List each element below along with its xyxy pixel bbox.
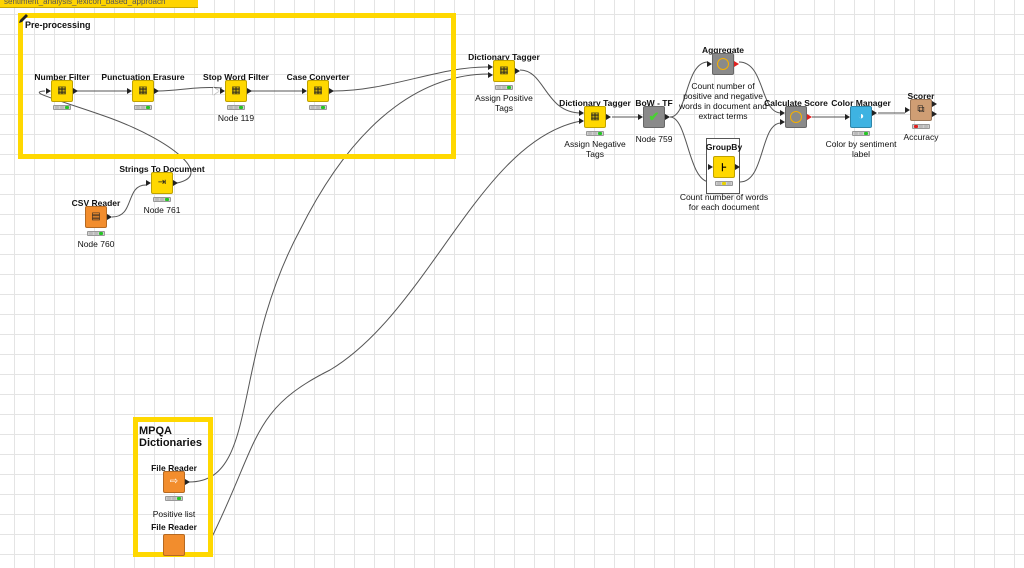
scorer-icon: ⧉: [910, 99, 932, 121]
conn-filereader-neg-to-dictneg[interactable]: [209, 120, 582, 541]
conn-bow-to-groupby[interactable]: [669, 116, 711, 183]
node-name: File Reader: [151, 522, 197, 532]
document-icon: ▦: [307, 80, 329, 102]
status-indicator: [912, 124, 930, 129]
document-icon: ▦: [132, 80, 154, 102]
node-dictionary-tagger-negative[interactable]: Dictionary Tagger ▦ Assign Negative Tags: [559, 98, 631, 159]
node-name: BoW - TF: [635, 98, 673, 108]
node-aggregate[interactable]: Aggregate Count number of positive and n…: [679, 45, 767, 121]
preprocessing-title: Pre-processing: [25, 20, 91, 30]
file-arrow-icon: [163, 534, 185, 556]
checkmark-icon: ✔: [643, 106, 665, 128]
document-icon: ▦: [225, 80, 247, 102]
status-indicator: [165, 496, 183, 501]
node-name: GroupBy: [705, 142, 743, 152]
groupby-icon: ⊦: [713, 156, 735, 178]
optional-input-icon: [213, 87, 219, 95]
node-name: Scorer: [907, 91, 935, 101]
conn-aggregate-to-calcscore[interactable]: [738, 61, 782, 114]
node-label[interactable]: Assign Positive Tags: [475, 93, 533, 113]
node-csv-reader[interactable]: CSV Reader ▤ Node 760: [72, 198, 121, 249]
node-name: Calculate Score: [764, 98, 828, 108]
node-name: Case Converter: [286, 72, 350, 82]
document-icon: ▦: [584, 106, 606, 128]
node-name: Number Filter: [34, 72, 90, 82]
node-punctuation-erasure[interactable]: Punctuation Erasure ▦: [101, 72, 185, 114]
file-arrow-icon: ⇨: [163, 471, 185, 493]
conn-caseconv-to-dictpos[interactable]: [332, 66, 490, 92]
pencil-icon[interactable]: [18, 12, 30, 24]
status-indicator: [852, 131, 870, 136]
node-label[interactable]: Node 119: [217, 113, 255, 123]
document-icon: ▦: [493, 60, 515, 82]
node-name: Strings To Document: [119, 164, 205, 174]
workflow-tab-title: sentiment_analysis_lexicon_based_approac…: [4, 0, 166, 6]
conn-strings-to-numberfilter[interactable]: [38, 90, 192, 184]
node-name: File Reader: [151, 463, 197, 473]
node-name: Dictionary Tagger: [468, 52, 540, 62]
status-indicator: [715, 181, 733, 186]
node-label[interactable]: Node 759: [635, 134, 673, 144]
document-icon: ▦: [51, 80, 73, 102]
document-icon: ⇥: [151, 172, 173, 194]
status-indicator: [309, 105, 327, 110]
status-indicator: [227, 105, 245, 110]
node-label[interactable]: Node 760: [77, 239, 115, 249]
node-bow-tf[interactable]: BoW - TF ✔ Node 759: [635, 98, 672, 144]
conn-dictpos-to-dictneg[interactable]: [519, 69, 582, 114]
file-arrow-icon: ▤: [85, 206, 107, 228]
conn-groupby-to-calcscore[interactable]: [739, 122, 782, 183]
status-indicator: [53, 105, 71, 110]
status-indicator: [586, 131, 604, 136]
node-dictionary-tagger-positive[interactable]: Dictionary Tagger ▦ Assign Positive Tags: [468, 52, 540, 113]
node-name: Dictionary Tagger: [559, 98, 631, 108]
node-label[interactable]: Count number of words for each document: [679, 192, 769, 212]
status-indicator: [87, 231, 105, 236]
node-number-filter[interactable]: Number Filter ▦: [34, 72, 90, 114]
conn-bow-to-aggregate[interactable]: [669, 61, 709, 118]
node-stop-word-filter[interactable]: Stop Word Filter ▦ Node 119: [203, 72, 269, 123]
clock-icon: [785, 106, 807, 128]
node-label[interactable]: Assign Negative Tags: [564, 139, 626, 159]
clock-icon: [712, 53, 734, 75]
node-label[interactable]: Accuracy: [903, 132, 939, 142]
node-scorer[interactable]: Scorer ⧉ Accuracy: [904, 91, 939, 142]
node-groupby[interactable]: GroupBy ⊦ Count number of words for each…: [680, 142, 768, 212]
node-file-reader-positive[interactable]: File Reader ⇨ Positive list: [151, 463, 197, 519]
status-indicator: [134, 105, 152, 110]
node-label[interactable]: Count number of positive and negative wo…: [679, 81, 767, 121]
mpqa-title: MPQA Dictionaries: [139, 425, 202, 449]
node-label[interactable]: Positive list: [152, 509, 196, 519]
node-calculate-score[interactable]: Calculate Score: [764, 98, 828, 140]
node-name: Aggregate: [701, 45, 745, 55]
node-name: Stop Word Filter: [203, 72, 269, 82]
node-label[interactable]: Color by sentiment label: [825, 139, 897, 159]
node-case-converter[interactable]: Case Converter ▦: [287, 72, 349, 114]
node-name: Punctuation Erasure: [101, 72, 185, 82]
node-name: Color Manager: [831, 98, 891, 108]
preprocessing-annotation[interactable]: [18, 13, 456, 159]
workflow-tab[interactable]: sentiment_analysis_lexicon_based_approac…: [0, 0, 198, 8]
droplet-icon: ◑: [850, 106, 872, 128]
node-color-manager[interactable]: Color Manager ◑ Color by sentiment label: [826, 98, 897, 159]
node-name: CSV Reader: [71, 198, 121, 208]
conn-csv-to-strings[interactable]: [111, 184, 147, 218]
conn-filereader-pos-to-dictpos[interactable]: [188, 73, 490, 483]
node-file-reader-negative[interactable]: File Reader: [151, 522, 197, 568]
node-label[interactable]: Node 761: [143, 205, 181, 215]
status-indicator: [153, 197, 171, 202]
status-indicator: [495, 85, 513, 90]
node-strings-to-document[interactable]: Strings To Document ⇥ Node 761: [119, 164, 204, 215]
connections-layer: [38, 61, 905, 541]
